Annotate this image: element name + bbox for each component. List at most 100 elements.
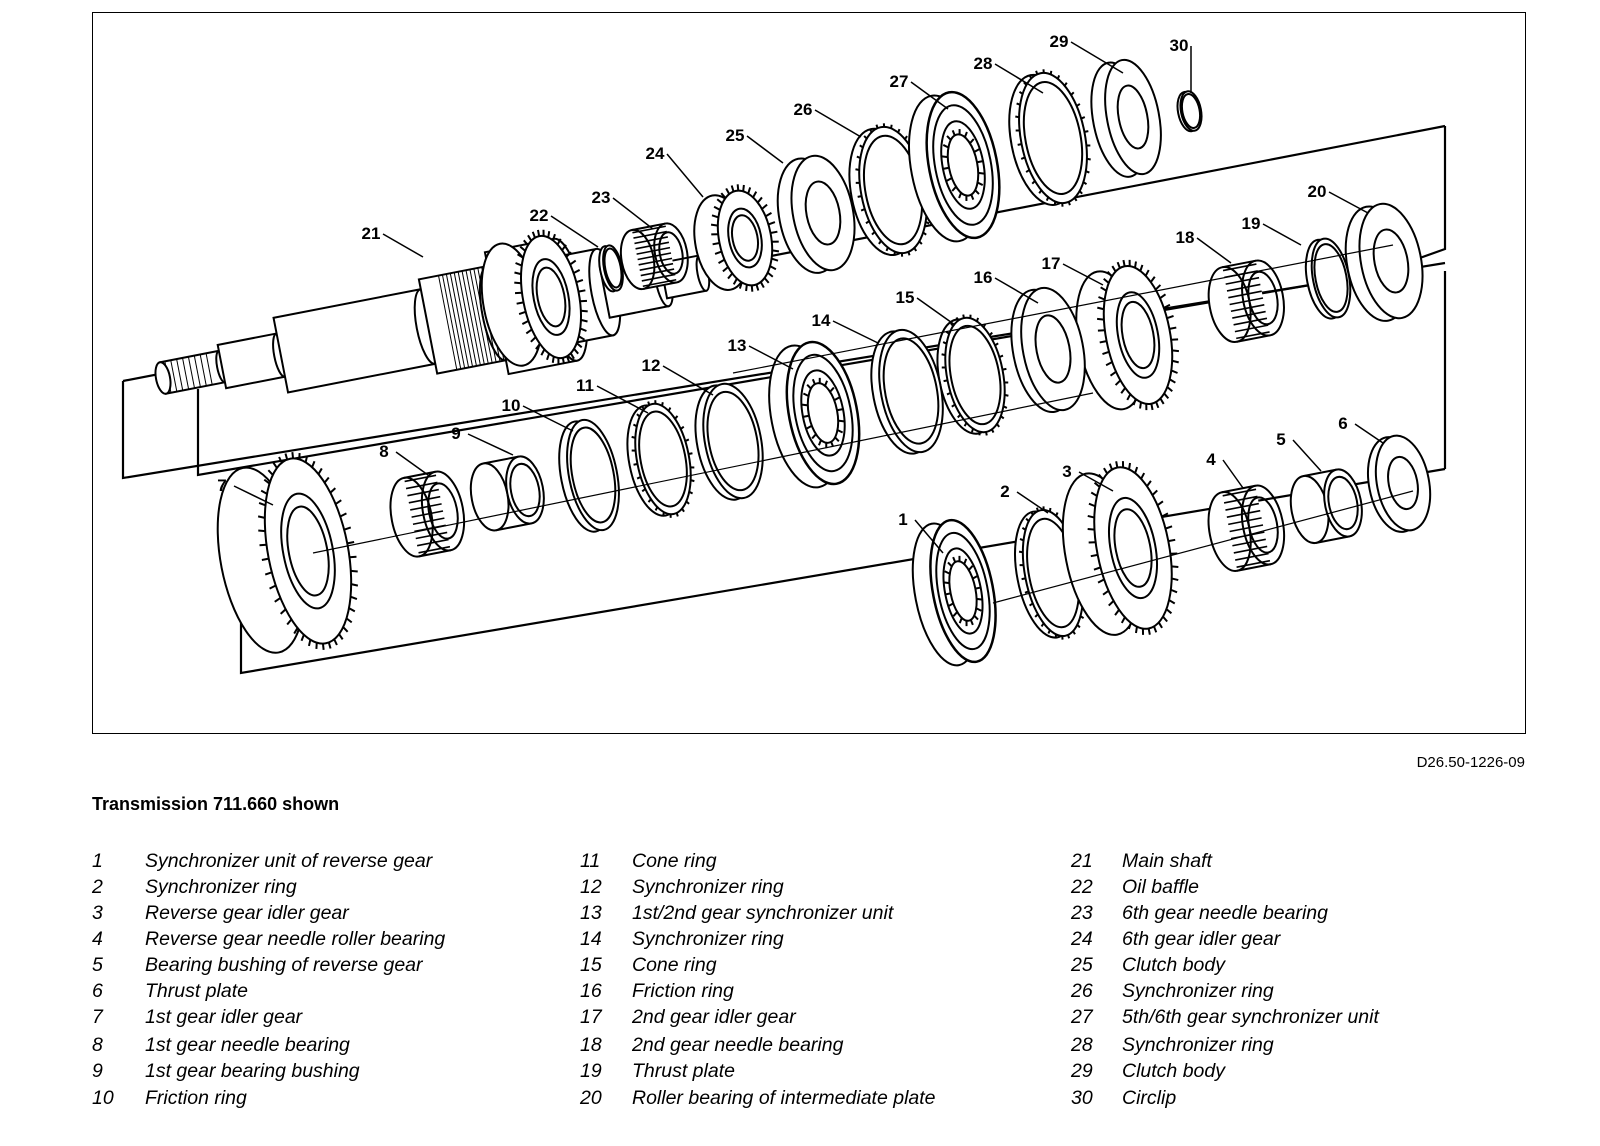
gear-tooth [514, 271, 522, 276]
gear-tooth [291, 452, 295, 459]
bushing-edge [1315, 535, 1350, 544]
figure-code: D26.50-1226-09 [1416, 754, 1525, 771]
bearing-roller [412, 517, 445, 526]
gear-tooth [286, 618, 293, 626]
gear-tooth [732, 278, 738, 285]
gear-tooth [348, 607, 356, 613]
legend-part-name: 6th gear idler gear [1122, 928, 1281, 950]
gear-tooth [1090, 491, 1098, 497]
bearing [619, 222, 689, 291]
legend-part-name: Friction ring [145, 1087, 247, 1109]
gear-tooth [1114, 379, 1122, 386]
callout-leader [662, 365, 714, 396]
legend-part-number: 30 [1071, 1087, 1093, 1109]
callout-leader [910, 81, 949, 110]
ring-inner [948, 324, 1002, 426]
legend-part-name: Main shaft [1122, 850, 1212, 872]
gear-tooth [1090, 553, 1098, 558]
plate-bore [1034, 314, 1072, 384]
gear-tooth [1163, 303, 1171, 309]
callout-leader [1222, 459, 1244, 489]
legend-part-name: Reverse gear idler gear [145, 902, 349, 924]
gear-tooth [1097, 329, 1105, 332]
spline-line [176, 358, 184, 391]
gear-tooth [1122, 259, 1126, 267]
gear-tooth [343, 526, 352, 531]
callout-number: 1 [898, 510, 907, 529]
gear-tooth [722, 266, 729, 273]
gear-bore [535, 266, 567, 328]
gear-tooth [578, 289, 586, 293]
bearing-roller [1223, 495, 1258, 504]
spline-line [193, 355, 201, 388]
callout-number: 24 [646, 144, 665, 163]
bearing-roller [1235, 552, 1269, 561]
bearing-front [1241, 259, 1285, 337]
callout-leader [612, 197, 654, 230]
gear-tooth [1171, 577, 1179, 582]
callout-leader [395, 451, 429, 476]
callout-number: 17 [1042, 254, 1061, 273]
callout-number: 25 [726, 126, 745, 145]
sync [908, 90, 1001, 243]
transmission-exploded-drawing: 1234567891011121314151617181920212223242… [121, 32, 1447, 675]
plate-face [790, 154, 856, 272]
ring-inner [569, 426, 617, 524]
gear-tooth [713, 205, 721, 211]
callout-leader [914, 519, 944, 554]
gear-tooth [750, 285, 754, 292]
legend-part-name: 5th/6th gear synchronizer unit [1122, 1006, 1379, 1028]
gear-tooth [730, 185, 735, 192]
plate-bore [1387, 455, 1419, 511]
legend-part-number: 4 [92, 928, 103, 950]
bearing [1207, 259, 1285, 343]
spline-line [453, 272, 474, 367]
bearing-bore [658, 231, 684, 275]
gear-tooth [736, 184, 740, 191]
callout-number: 19 [1242, 214, 1261, 233]
ring [936, 314, 1009, 436]
gear-tooth [1169, 378, 1176, 384]
callout-number: 2 [1000, 482, 1009, 501]
gear-tooth [710, 223, 719, 227]
gear-tooth [756, 196, 763, 204]
callout-number: 11 [576, 376, 594, 395]
legend-part-name: Synchronizer ring [1122, 980, 1274, 1002]
bearing-roller [408, 495, 441, 504]
callout-leader [233, 485, 274, 506]
legend-part-number: 21 [1071, 850, 1093, 872]
callout-leader [550, 215, 599, 248]
gear-tooth [768, 221, 776, 226]
plate-face [1104, 58, 1162, 176]
gear-hub [1108, 496, 1158, 600]
gear-tooth [711, 233, 719, 236]
callout-number: 8 [379, 442, 388, 461]
gear-tooth [261, 557, 269, 561]
callout-number: 6 [1338, 414, 1347, 433]
callout-number: 23 [592, 188, 611, 207]
gear-tooth [530, 336, 537, 343]
sync-groove [935, 531, 991, 651]
gear [1061, 461, 1179, 636]
gear-tooth [327, 642, 332, 649]
ring [694, 382, 764, 501]
gear-tooth [1165, 525, 1173, 530]
gear-tooth [535, 343, 541, 350]
legend-part-number: 3 [92, 902, 103, 924]
gear-tooth [752, 191, 758, 198]
gear-tooth [573, 269, 581, 275]
gear-tooth [565, 251, 572, 258]
gear [480, 229, 588, 367]
ring-inner [1022, 81, 1084, 195]
ring-inner [706, 390, 760, 492]
legend-part-name: Synchronizer ring [145, 876, 297, 898]
sync-groove [792, 353, 854, 473]
sync-groove [932, 104, 994, 226]
bearing-edge [643, 281, 677, 290]
sync [768, 340, 861, 489]
gear-tooth [350, 595, 358, 600]
callout-leader [746, 135, 784, 164]
spline-line [441, 274, 462, 370]
sync [911, 518, 997, 667]
callout-number: 12 [642, 356, 661, 375]
